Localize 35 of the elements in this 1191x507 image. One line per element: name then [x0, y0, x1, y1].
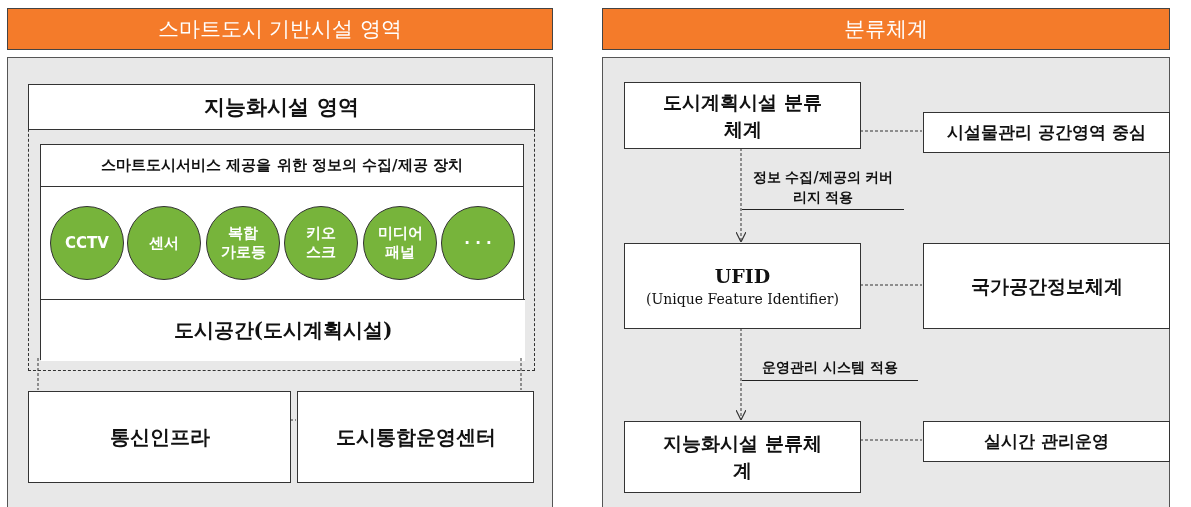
section-title-bar: 지능화시설 영역 — [28, 84, 535, 130]
device-circle: CCTV — [50, 206, 124, 280]
device-panel-header: 스마트도시서비스 제공을 위한 정보의 수집/제공 장치 — [41, 145, 523, 187]
connector-line — [735, 147, 747, 243]
panel-background — [7, 57, 553, 507]
process-box: 실시간 관리운영 — [923, 421, 1170, 462]
connector-line — [520, 357, 522, 391]
process-box: 지능화시설 분류체계 — [624, 421, 861, 493]
dashed-area-frame — [28, 84, 535, 371]
connector-line — [859, 130, 923, 132]
panel-background — [602, 57, 1170, 507]
panel-title: 분류체계 — [602, 8, 1170, 50]
process-box — [624, 243, 861, 329]
process-box: 국가공간정보체계 — [923, 243, 1170, 329]
urban-space-bar: 도시공간(도시계획시설) — [41, 299, 525, 361]
connector-line — [859, 284, 923, 286]
process-box: 도시계획시설 분류체계 — [624, 82, 861, 149]
box-title: UFID — [714, 263, 771, 289]
device-panel — [40, 144, 524, 360]
edge-label: 운영관리 시스템 적용 — [742, 358, 918, 381]
connector-line — [859, 439, 923, 441]
device-circle: 미디어 패널 — [363, 206, 437, 280]
box-subtitle: (Unique Feature Identifier) — [646, 289, 839, 309]
device-circle: · · · — [441, 206, 515, 280]
device-circle: 키오 스크 — [284, 206, 358, 280]
process-box: 시설물관리 공간영역 중심 — [923, 112, 1170, 153]
connector-line — [37, 357, 39, 391]
connector-line — [735, 327, 747, 421]
connector-line — [289, 419, 297, 421]
process-box: 도시통합운영센터 — [297, 391, 534, 483]
edge-label: 정보 수집/제공의 커버리지 적용 — [742, 168, 904, 211]
device-circle: 복합 가로등 — [206, 206, 280, 280]
panel-title: 스마트도시 기반시설 영역 — [7, 8, 553, 50]
process-box: 통신인프라 — [28, 391, 291, 483]
device-circle: 센서 — [127, 206, 201, 280]
